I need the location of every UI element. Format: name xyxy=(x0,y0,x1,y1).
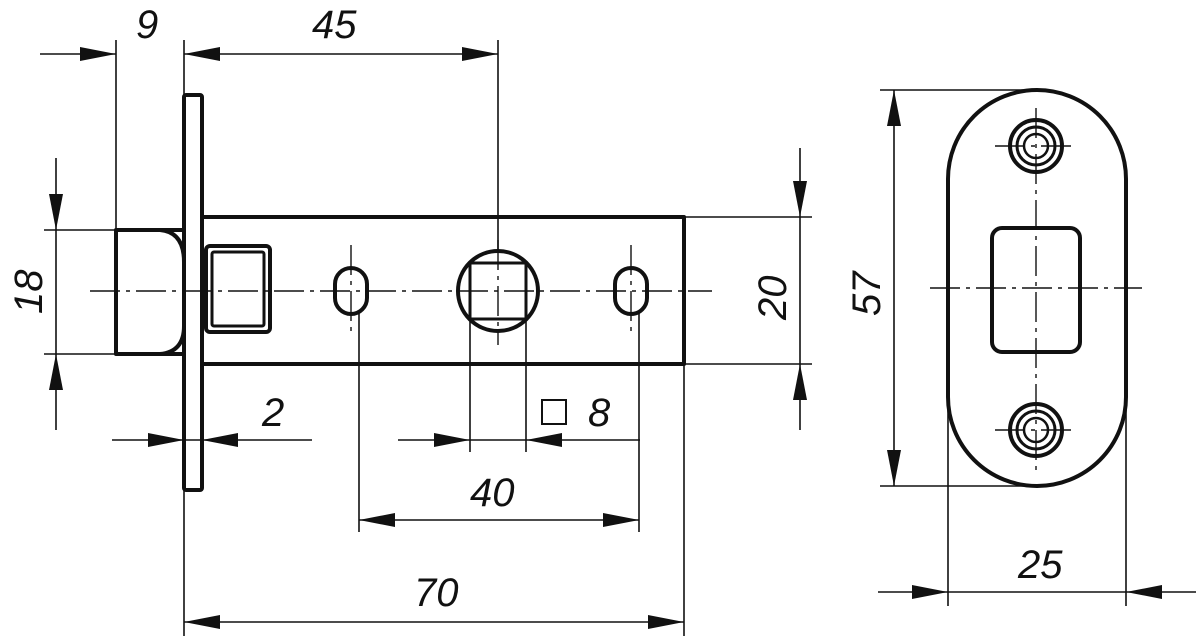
latch-side-view xyxy=(90,93,712,492)
dimension-lines xyxy=(40,40,1196,636)
dim-label-2: 2 xyxy=(261,391,284,435)
dim-label-40: 40 xyxy=(470,471,515,515)
dim-label-57: 57 xyxy=(845,270,889,316)
dim-label-20: 20 xyxy=(751,276,795,322)
face-plate xyxy=(182,93,204,492)
strike-plate-view xyxy=(930,88,1142,488)
slide-block-inner xyxy=(210,250,266,328)
dim-label-45: 45 xyxy=(312,3,357,47)
slide-block-outer xyxy=(204,244,272,334)
square-section-icon xyxy=(541,399,567,425)
dim-label-18: 18 xyxy=(7,269,51,314)
dim-label-8: 8 xyxy=(588,391,611,435)
dim-label-9: 9 xyxy=(136,3,158,47)
dim-label-25: 25 xyxy=(1017,543,1063,587)
dim-label-70: 70 xyxy=(414,571,459,615)
latch-bolt xyxy=(114,228,186,356)
